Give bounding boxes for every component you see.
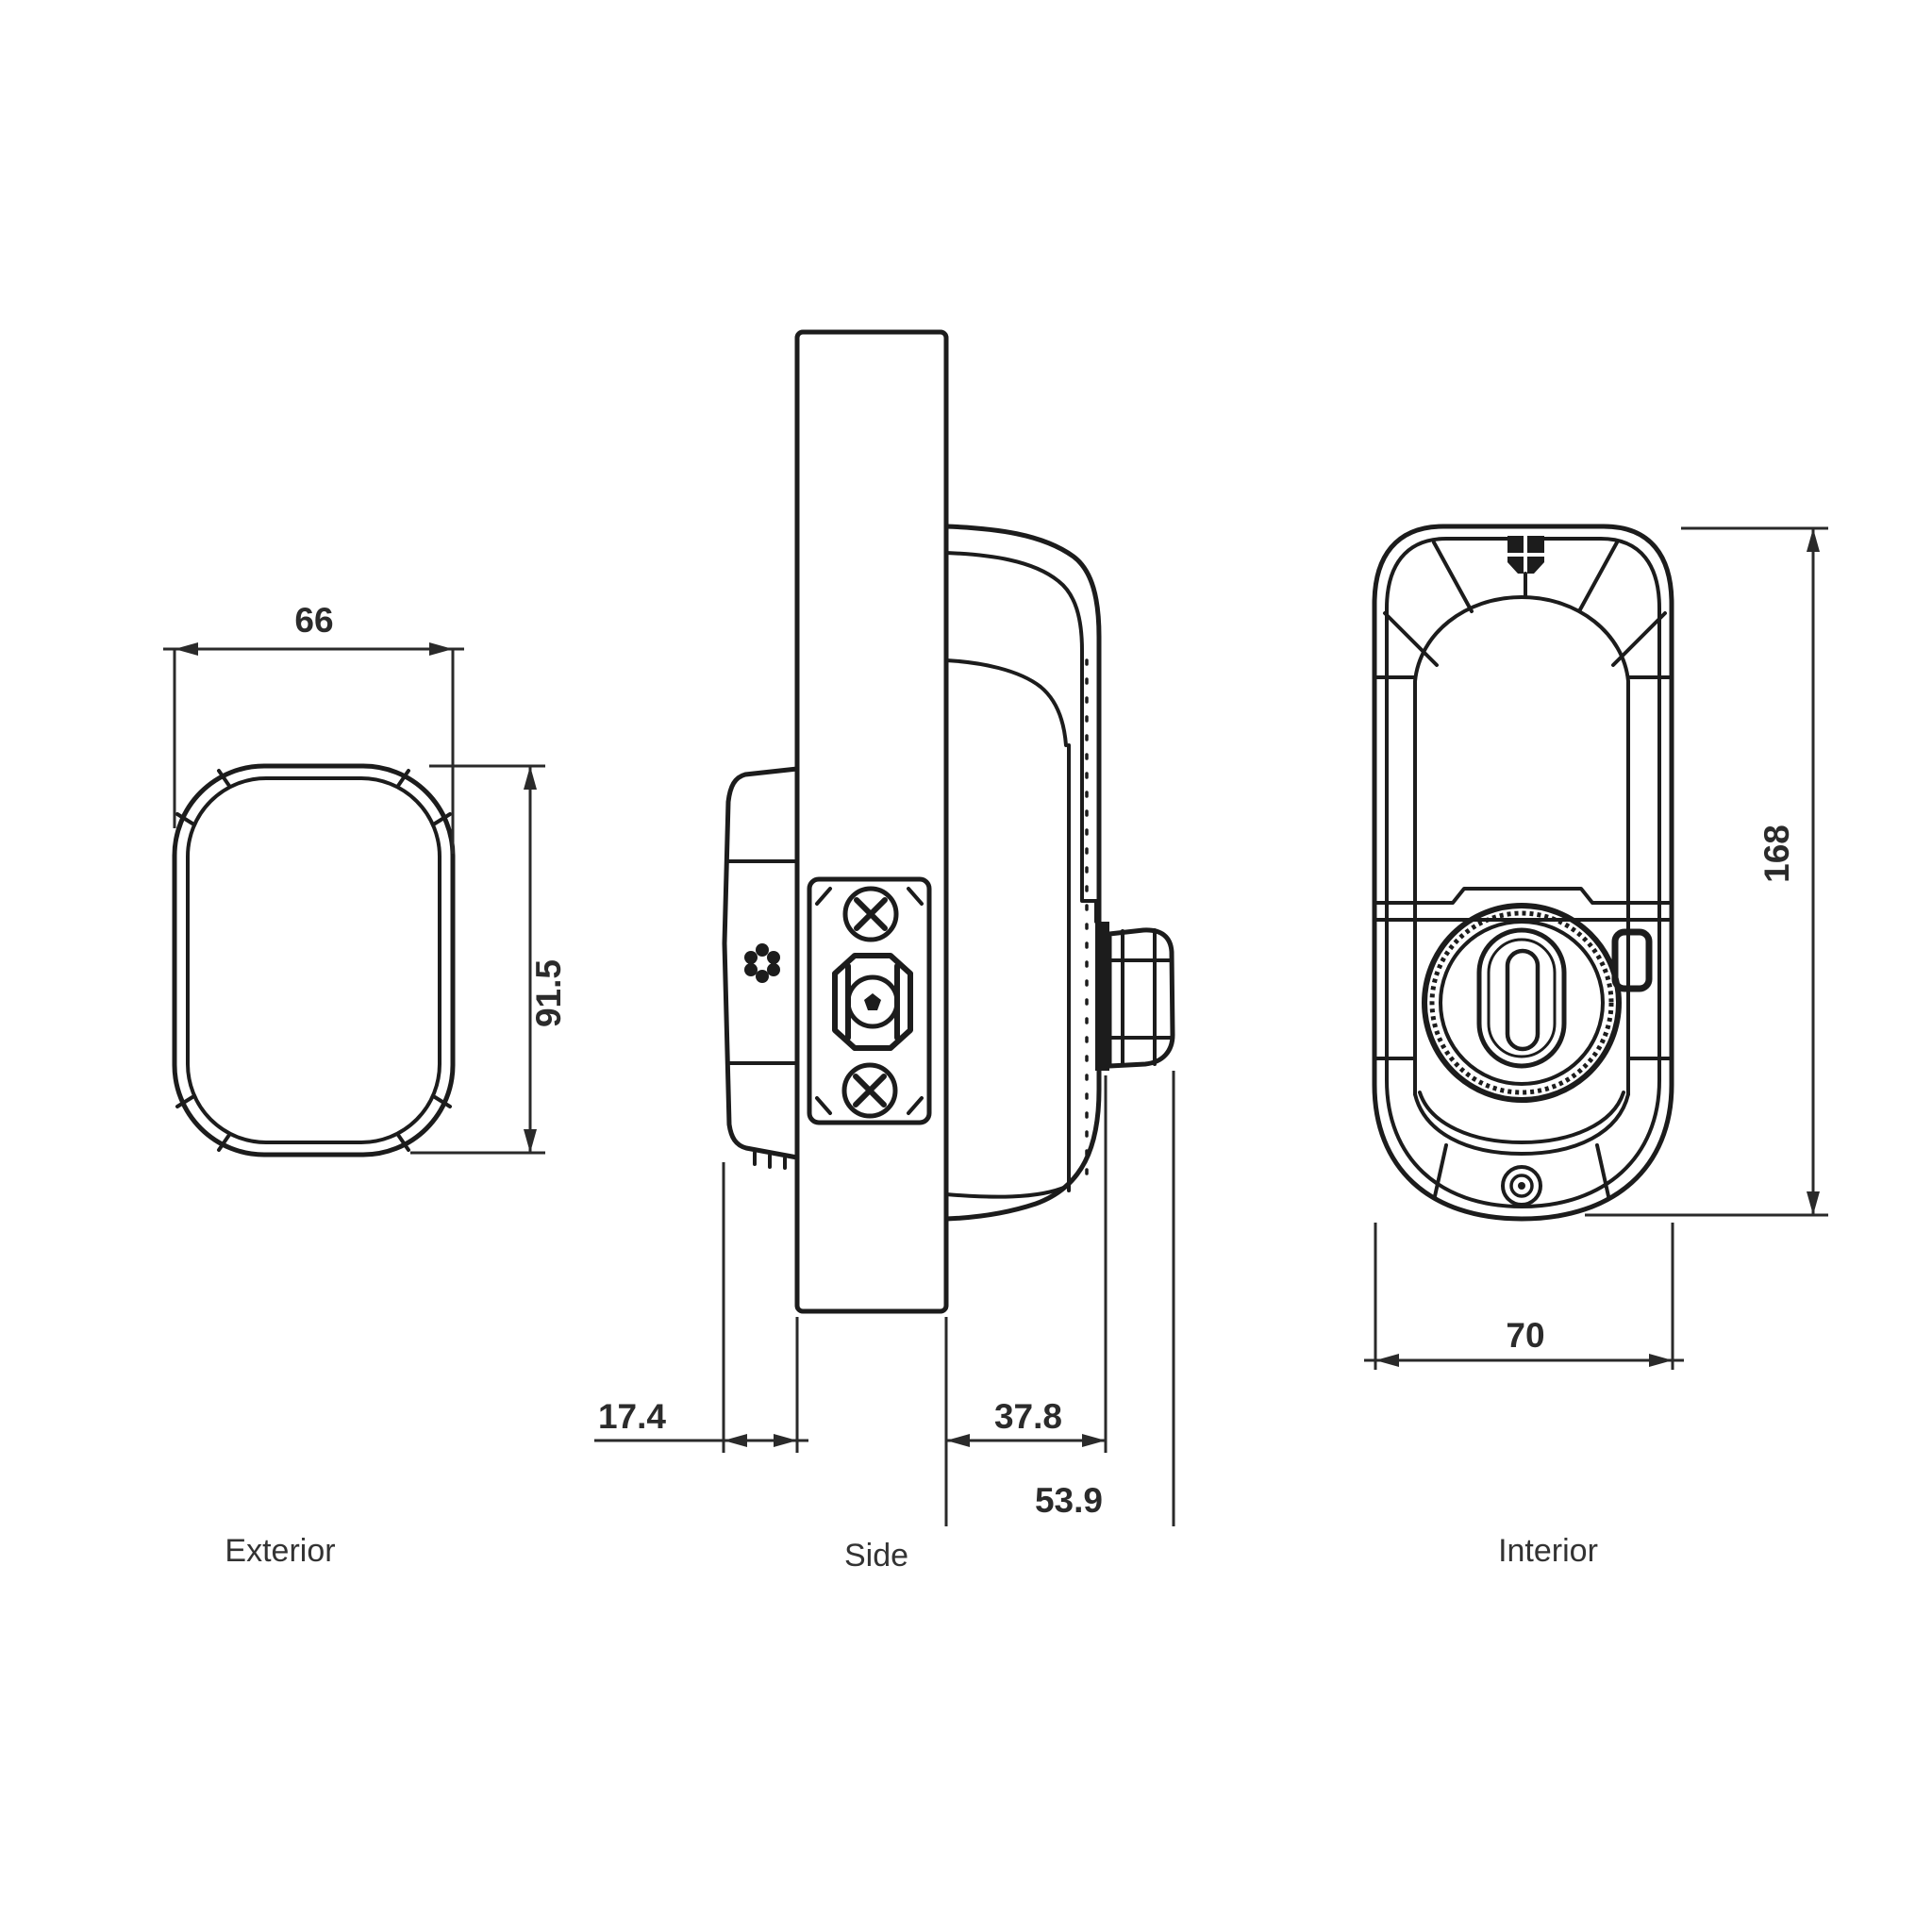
interior-housing-outline <box>1372 524 1674 1222</box>
dimension-total-depth: 53.9 <box>1035 1071 1175 1526</box>
exterior-width-value: 66 <box>294 601 333 640</box>
side-view-label: Side <box>844 1538 908 1574</box>
exterior-bezel-ticks <box>175 769 452 1152</box>
interior-height-value: 168 <box>1757 824 1796 883</box>
panel-bottom-spokes <box>1433 1143 1610 1198</box>
exterior-housing-outline <box>172 763 456 1158</box>
thumbturn-ring-knurl <box>1429 910 1614 1095</box>
latch-plate <box>807 876 932 1125</box>
exterior-housing-inner-outline <box>186 776 441 1144</box>
arrow-right-icon <box>429 642 453 656</box>
arrow-down-icon <box>1807 1191 1820 1215</box>
arrow-left-icon <box>1375 1354 1399 1367</box>
thumbturn-grip-mid <box>1487 938 1557 1058</box>
door-cross-section <box>794 329 949 1314</box>
dimension-interior-depth: 37.8 <box>944 1075 1108 1526</box>
exterior-view-label: Exterior <box>225 1533 335 1569</box>
panel-radial-lines <box>1383 541 1667 667</box>
parting-ticks <box>1373 675 1674 1060</box>
privacy-switch-slot <box>1611 928 1653 992</box>
interior-depth-value: 37.8 <box>994 1397 1062 1436</box>
thumbturn-ring-outer <box>1422 903 1622 1103</box>
arrow-up-icon <box>1807 528 1820 552</box>
dimension-exterior-width: 66 <box>163 601 464 854</box>
top-screw-icon <box>1507 536 1544 599</box>
gasket-ticks <box>753 1151 787 1170</box>
interior-unit-side-profile <box>943 524 1175 1222</box>
total-depth-value: 53.9 <box>1035 1481 1103 1520</box>
dimension-exterior-height: 91.5 <box>410 764 568 1155</box>
spindle-hub <box>832 953 913 1051</box>
arrow-left-icon <box>946 1434 970 1447</box>
interior-view: 70 168 Interior <box>1364 524 1828 1569</box>
phillips-screw-top-icon <box>842 886 899 942</box>
exterior-view: 66 91.5 Exterior <box>163 601 568 1569</box>
arrow-right-icon <box>774 1434 797 1447</box>
dimension-exterior-depth: 17.4 <box>594 1162 808 1453</box>
exterior-unit-side-profile <box>722 766 800 1170</box>
spindle-center-pin <box>864 993 881 1010</box>
exterior-height-value: 91.5 <box>529 959 568 1027</box>
phillips-screw-bottom-icon <box>841 1062 898 1119</box>
dimension-interior-height: 168 <box>1585 526 1828 1217</box>
keypad-logo-icon <box>744 943 780 983</box>
interior-arched-panel <box>1373 541 1674 1198</box>
arrow-left-icon <box>724 1434 747 1447</box>
dimension-interior-width: 70 <box>1364 1223 1684 1370</box>
arrow-right-icon <box>1082 1434 1106 1447</box>
thumbturn-grip-center <box>1505 948 1541 1052</box>
thumbturn-ring-inner <box>1439 920 1605 1086</box>
thumbturn-grip-outer <box>1476 927 1567 1069</box>
arrow-right-icon <box>1649 1354 1673 1367</box>
exterior-depth-value: 17.4 <box>598 1397 666 1436</box>
thumbturn-knob-side <box>1095 922 1175 1071</box>
side-view: 17.4 37.8 53.9 Side <box>594 329 1175 1574</box>
plate-corner-bevels <box>815 887 924 1115</box>
interior-housing-inner-outline <box>1385 537 1661 1208</box>
bottom-screw-icon <box>1501 1165 1542 1207</box>
interior-width-value: 70 <box>1506 1316 1544 1355</box>
arrow-up-icon <box>524 766 537 790</box>
battery-cover-seam <box>1373 887 1674 922</box>
interior-view-label: Interior <box>1498 1533 1598 1569</box>
arrow-left-icon <box>175 642 198 656</box>
arrow-down-icon <box>524 1129 537 1153</box>
thumbturn-assembly-front <box>1422 903 1622 1103</box>
